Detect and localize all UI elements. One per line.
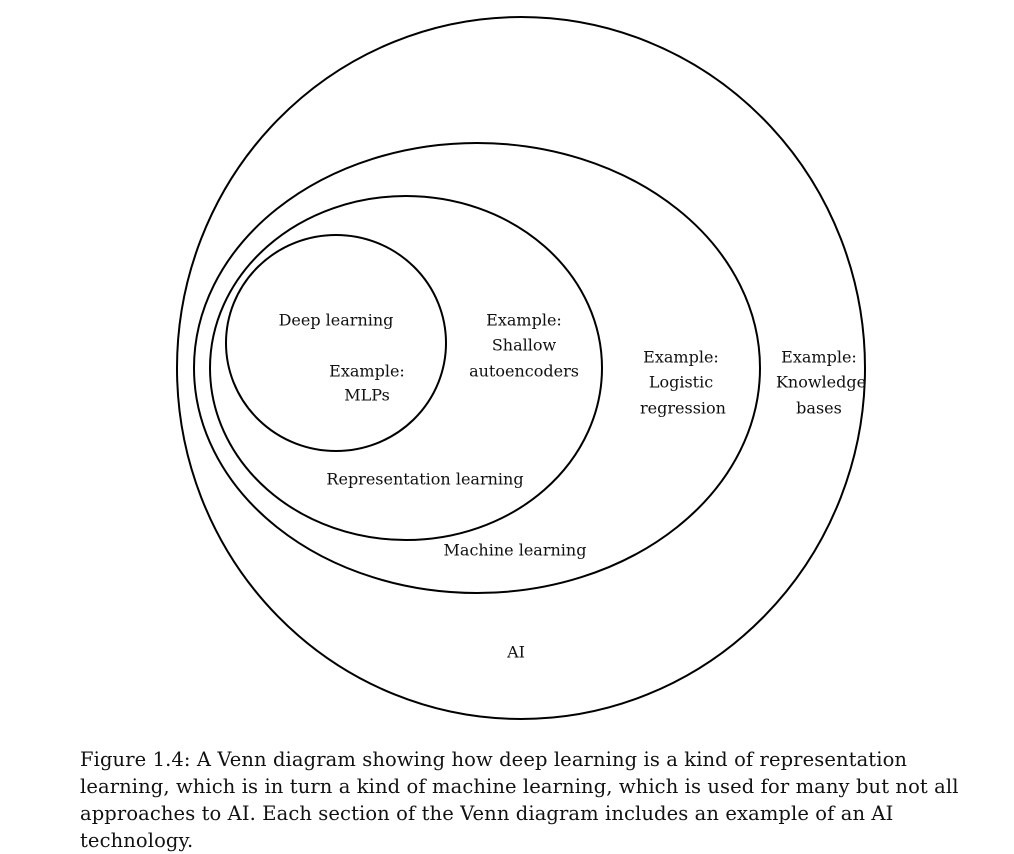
machine-learning-example-line-2: Logistic bbox=[649, 373, 713, 392]
deep-learning-example-line-1: Example: bbox=[329, 362, 405, 381]
representation-learning-example-line-3: autoencoders bbox=[469, 362, 579, 381]
ai-example-line-1: Example: bbox=[781, 348, 857, 367]
machine-learning-label: Machine learning bbox=[444, 541, 587, 560]
deep-learning-circle bbox=[225, 234, 447, 452]
figure-caption: Figure 1.4: A Venn diagram showing how d… bbox=[80, 748, 959, 852]
ai-label: AI bbox=[506, 643, 525, 662]
machine-learning-ellipse bbox=[193, 142, 761, 594]
ai-circle bbox=[176, 16, 866, 720]
ai-example-line-2: Knowledge bbox=[776, 373, 866, 392]
representation-learning-label: Representation learning bbox=[326, 470, 523, 489]
representation-learning-example-line-1: Example: bbox=[486, 311, 562, 330]
deep-learning-example-line-2: MLPs bbox=[344, 386, 390, 405]
ai-example-line-3: bases bbox=[796, 399, 842, 418]
deep-learning-label: Deep learning bbox=[279, 311, 394, 330]
machine-learning-example-line-3: regression bbox=[640, 399, 726, 418]
representation-learning-ellipse bbox=[209, 195, 603, 541]
representation-learning-example-line-2: Shallow bbox=[492, 336, 557, 355]
venn-diagram: Deep learning Representation learning Ma… bbox=[176, 16, 866, 720]
machine-learning-example-line-1: Example: bbox=[643, 348, 719, 367]
